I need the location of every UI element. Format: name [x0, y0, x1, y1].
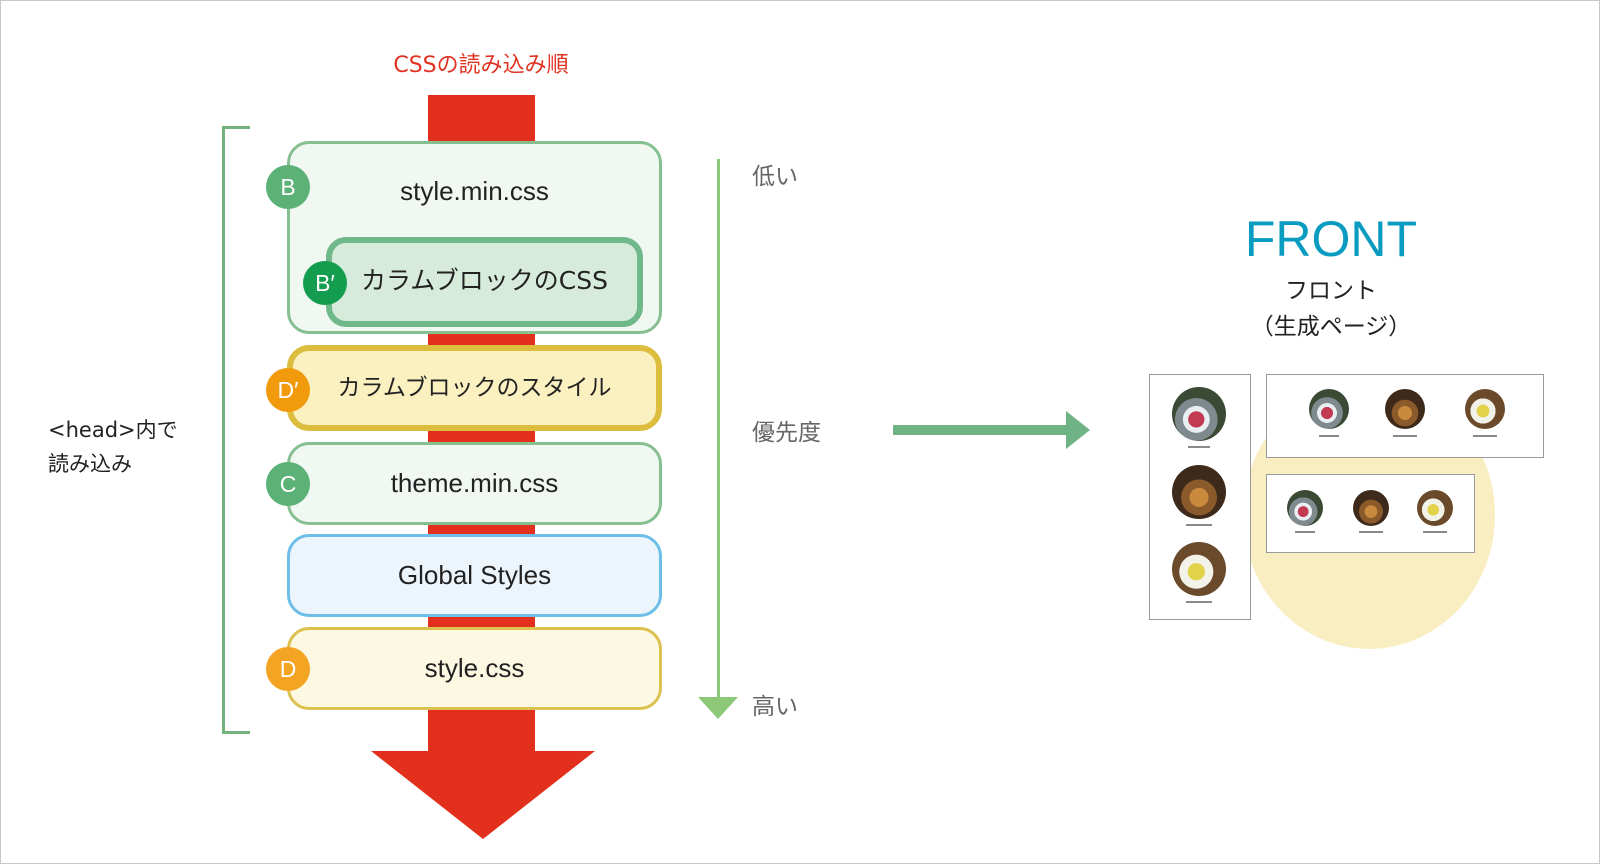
- css-load-order-title: CSSの読み込み順: [393, 53, 569, 78]
- soup-photo-thumb: [1465, 389, 1505, 429]
- global-styles-box: Global Styles: [287, 534, 662, 617]
- priority-low-label: 低い: [752, 164, 798, 190]
- horizontal-column-preview-narrow: [1266, 474, 1475, 553]
- vertical-column-preview: [1149, 374, 1251, 620]
- front-title: FRONT: [1244, 211, 1418, 267]
- caption-line: [1186, 601, 1212, 603]
- output-arrow-shaft: [893, 425, 1067, 435]
- horizontal-column-preview-wide: [1266, 374, 1544, 458]
- global-styles-label: Global Styles: [397, 560, 552, 590]
- column-block-style-box: カラムブロックのスタイル: [287, 345, 662, 431]
- style-css-box: style.css: [287, 627, 662, 710]
- caption-line: [1188, 446, 1210, 448]
- cafe-photo-thumb: [1353, 490, 1389, 526]
- head-load-label-line2: 読み込み: [48, 452, 132, 476]
- caption-line: [1473, 435, 1497, 437]
- cafe-photo-thumb: [1385, 389, 1425, 429]
- front-subtitle: フロント: [1285, 278, 1377, 304]
- drink-photo-thumb: [1309, 389, 1349, 429]
- badge-c: C: [266, 462, 310, 506]
- soup-photo-thumb: [1417, 490, 1453, 526]
- column-block-css-box: カラムブロックのCSS: [326, 237, 643, 327]
- caption-line: [1295, 531, 1315, 533]
- style-min-css-label: style.min.css: [400, 176, 549, 206]
- green-right-arrow-icon: [1066, 411, 1090, 449]
- priority-high-label: 高い: [752, 694, 798, 720]
- badge-d-prime: D′: [266, 368, 310, 412]
- theme-min-css-box: theme.min.css: [287, 442, 662, 525]
- badge-d: D: [266, 647, 310, 691]
- style-css-label: style.css: [424, 653, 525, 683]
- badge-b: B: [266, 165, 310, 209]
- column-block-style-label: カラムブロックのスタイル: [337, 375, 612, 401]
- drink-photo-thumb: [1172, 387, 1226, 441]
- caption-line: [1319, 435, 1339, 437]
- column-block-css-label: カラムブロックのCSS: [361, 266, 608, 295]
- front-subtitle-generated-page: （生成ページ）: [1250, 314, 1412, 340]
- priority-arrow-line: [717, 159, 720, 699]
- head-load-label: <head>内で 読み込み: [48, 413, 178, 481]
- head-load-label-line1: <head>内で: [48, 418, 178, 442]
- caption-line: [1393, 435, 1417, 437]
- caption-line: [1186, 524, 1212, 526]
- head-bracket: [222, 126, 250, 734]
- caption-line: [1359, 531, 1383, 533]
- badge-b-prime: B′: [303, 261, 347, 305]
- red-down-arrow-icon: [371, 751, 595, 839]
- priority-down-arrow-icon: [698, 697, 738, 719]
- soup-photo-thumb: [1172, 542, 1226, 596]
- cafe-photo-thumb: [1172, 465, 1226, 519]
- drink-photo-thumb: [1287, 490, 1323, 526]
- priority-label: 優先度: [752, 420, 821, 446]
- caption-line: [1423, 531, 1447, 533]
- theme-min-css-label: theme.min.css: [390, 468, 559, 498]
